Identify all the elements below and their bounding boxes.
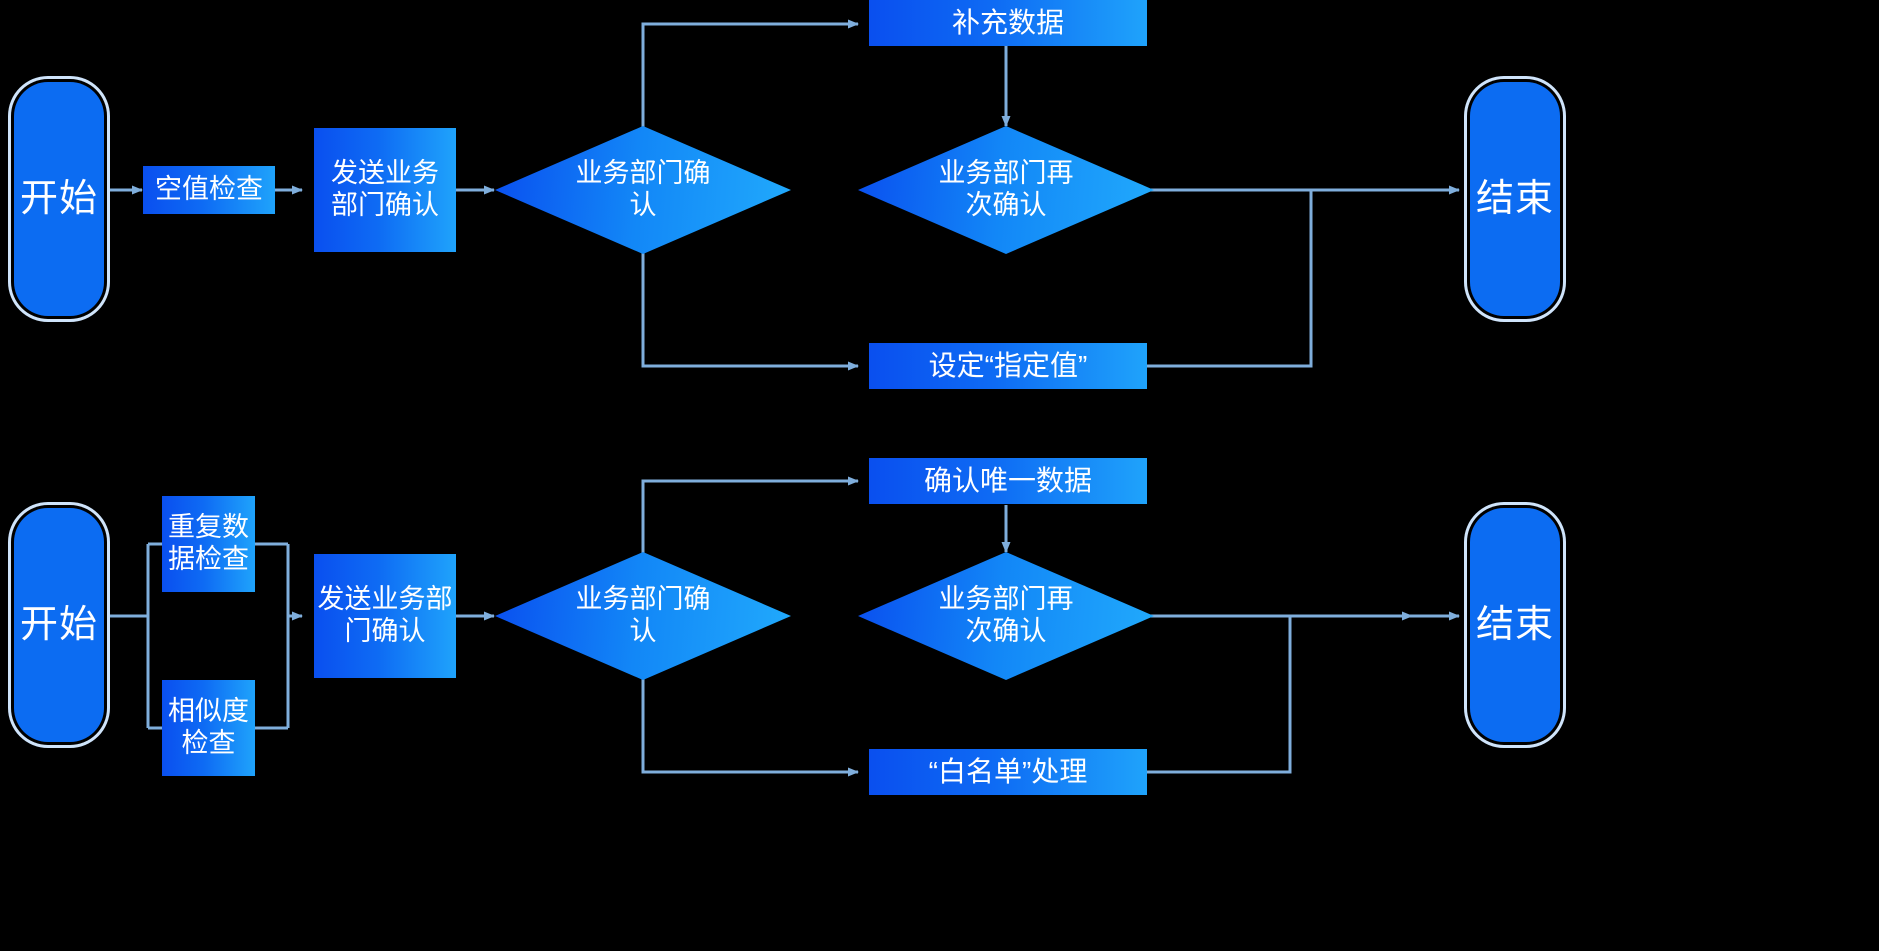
flow1-start-label: 开始 (19, 177, 98, 220)
flow2-decision-second[interactable]: 业务部门再 次确认 (858, 552, 1154, 680)
flow1-decision-second-label: 业务部门再 次确认 (938, 158, 1074, 220)
flow1-end-label: 结束 (1475, 177, 1554, 220)
flow2-confirm-unique-box[interactable]: 确认唯一数据 (869, 458, 1147, 504)
wire2-decision1-to-whitelist (641, 664, 859, 777)
flow2-start-label: 开始 (19, 603, 98, 646)
flow2-end-terminator[interactable]: 结束 (1470, 508, 1560, 742)
wire-setvalue-to-trunk (1147, 191, 1313, 368)
flow1-end-terminator[interactable]: 结束 (1470, 82, 1560, 316)
flow2-similarity-check-label: 相似度 检查 (168, 696, 249, 758)
flow2-start-terminator[interactable]: 开始 (14, 508, 104, 742)
wire2-decision1-to-unique (641, 476, 859, 570)
flow2-whitelist-label: “白名单”处理 (928, 756, 1088, 788)
flow2-duplicate-check-box[interactable]: 重复数 据检查 (162, 496, 255, 592)
flow1-null-check-label: 空值检查 (155, 174, 263, 205)
flow2-send-confirm-label: 发送业务部 门确认 (317, 584, 453, 646)
flow1-supplement-box[interactable]: 补充数据 (869, 0, 1147, 46)
flow2-end-label: 结束 (1475, 603, 1554, 646)
flow2-confirm-unique-label: 确认唯一数据 (923, 465, 1092, 497)
wire-decision1-to-setvalue (641, 238, 859, 371)
flow2-duplicate-check-label: 重复数 据检查 (168, 512, 249, 574)
flow1-null-check-box[interactable]: 空值检查 (143, 166, 275, 214)
flow1-start-terminator[interactable]: 开始 (14, 82, 104, 316)
flow1-decision-first-label: 业务部门确 认 (575, 158, 711, 220)
flow1-send-confirm-label: 发送业务 部门确认 (331, 158, 439, 220)
flow1-decision-first[interactable]: 业务部门确 认 (495, 126, 791, 254)
flow1-supplement-label: 补充数据 (951, 7, 1064, 39)
flow2-decision-first[interactable]: 业务部门确 认 (495, 552, 791, 680)
flow2-decision-second-label: 业务部门再 次确认 (938, 584, 1074, 646)
flow2-whitelist-box[interactable]: “白名单”处理 (869, 749, 1147, 795)
wire-decision1-to-supplement (641, 19, 859, 144)
flow1-set-value-label: 设定“指定值” (928, 350, 1088, 382)
wire2-whitelist-to-trunk (1147, 617, 1292, 774)
flow1-send-confirm-box[interactable]: 发送业务 部门确认 (314, 128, 456, 252)
flow2-similarity-check-box[interactable]: 相似度 检查 (162, 680, 255, 776)
flow2-send-confirm-box[interactable]: 发送业务部 门确认 (314, 554, 456, 678)
flow1-decision-second[interactable]: 业务部门再 次确认 (858, 126, 1154, 254)
flow1-set-value-box[interactable]: 设定“指定值” (869, 343, 1147, 389)
flow2-decision-first-label: 业务部门确 认 (575, 584, 711, 646)
